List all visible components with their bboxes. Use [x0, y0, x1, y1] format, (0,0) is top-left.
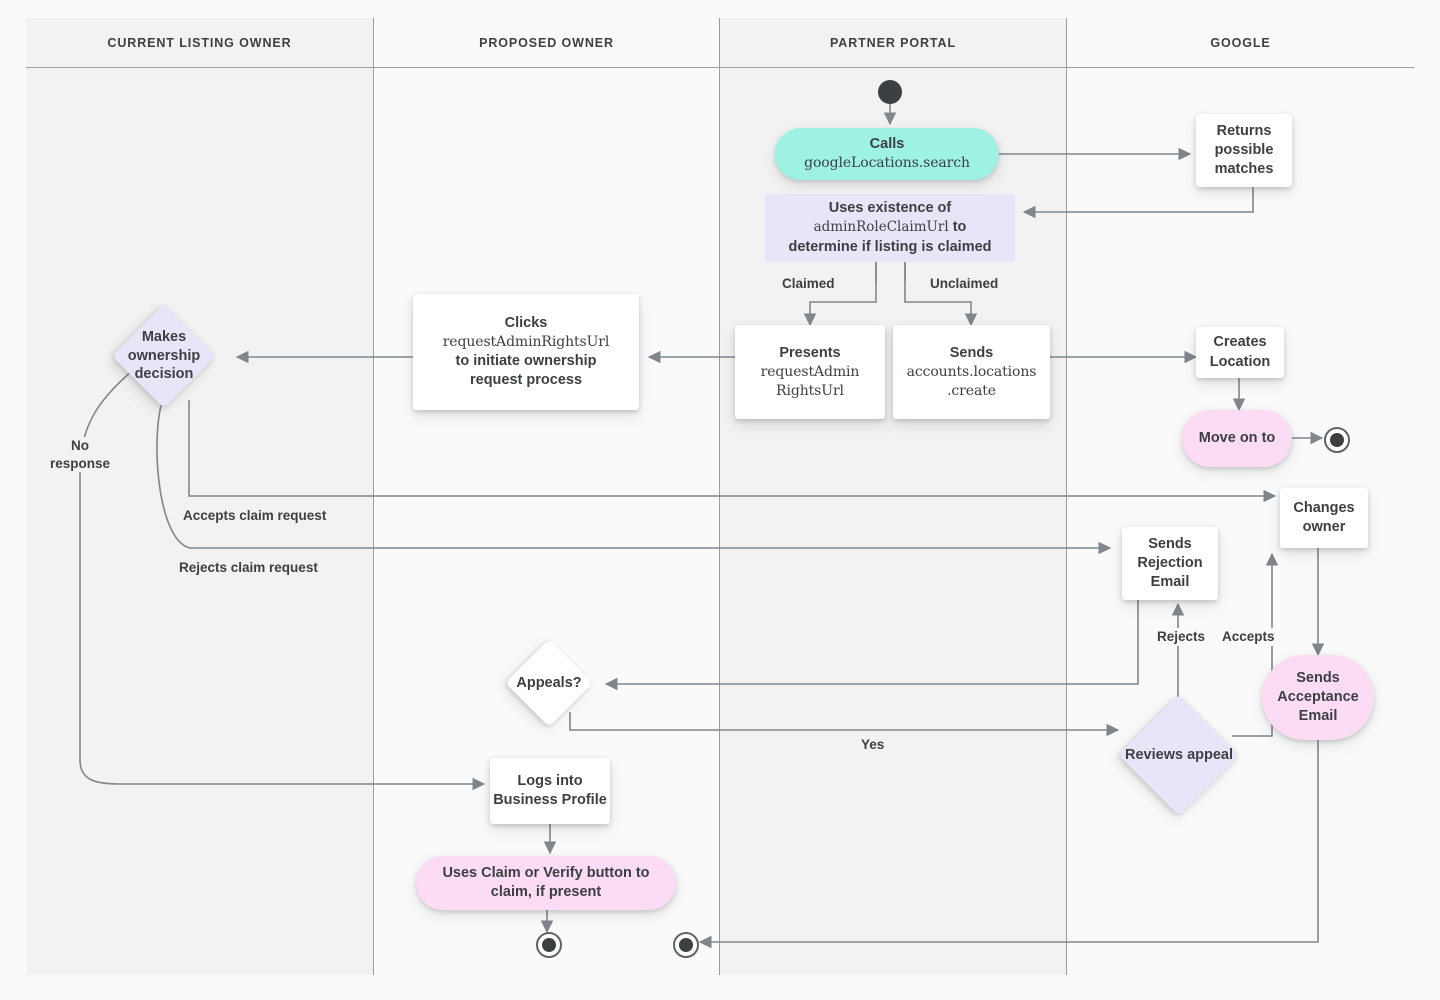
node-label: Returns possible matches: [1214, 122, 1274, 178]
node-makes-ownership-decision[interactable]: Makes ownership decision: [111, 303, 217, 409]
edge-label-accepts: Accepts: [1219, 628, 1278, 646]
node-label: Creates Location: [1209, 334, 1271, 370]
lane-header-label: PROPOSED OWNER: [479, 35, 614, 50]
node-appeals-decision[interactable]: Appeals?: [505, 639, 593, 727]
lane-header-label: GOOGLE: [1210, 35, 1271, 50]
lane-header-partner-portal: PARTNER PORTAL: [720, 18, 1067, 68]
node-label: Changes owner: [1293, 499, 1355, 535]
edge-label-claimed: Claimed: [779, 275, 838, 293]
node-api-line-1: requestAdmin: [760, 364, 860, 381]
end-node-google: [1324, 427, 1350, 453]
edge-label-rejects-claim-request: Rejects claim request: [176, 559, 321, 577]
node-logs-into-business-profile[interactable]: Logs into Business Profile: [490, 758, 610, 824]
node-title: Presents: [779, 344, 841, 361]
node-line-2-tail: to: [952, 219, 967, 236]
node-api-line-2: RightsUrl: [776, 382, 844, 399]
node-creates-location[interactable]: Creates Location: [1196, 327, 1284, 378]
node-label: Sends Acceptance Email: [1277, 669, 1359, 725]
edge-label-no-response: No response: [42, 437, 118, 473]
node-label: Uses Claim or Verify button to claim, if…: [442, 864, 650, 900]
node-sends-accounts-locations-create[interactable]: Sends accounts.locations .create: [893, 325, 1050, 419]
node-title: Clicks: [504, 315, 548, 332]
node-changes-owner[interactable]: Changes owner: [1280, 488, 1368, 548]
end-node-partner-portal: [673, 932, 699, 958]
node-title: Sends: [949, 344, 994, 361]
edge-label-rejects: Rejects: [1154, 628, 1209, 646]
lane-header-label: CURRENT LISTING OWNER: [107, 35, 292, 50]
node-calls-googlelocations-search[interactable]: Calls googleLocations.search: [775, 128, 999, 180]
lane-header-google: GOOGLE: [1067, 18, 1414, 68]
node-returns-possible-matches[interactable]: Returns possible matches: [1196, 114, 1292, 187]
node-api-method: googleLocations.search: [804, 155, 970, 172]
node-reviews-appeal[interactable]: Reviews appeal: [1118, 694, 1240, 816]
node-label: Makes ownership decision: [127, 328, 201, 383]
node-api-line-1: accounts.locations: [906, 364, 1037, 381]
lane-header-proposed-owner: PROPOSED OWNER: [374, 18, 720, 68]
node-line-4: request process: [469, 371, 583, 388]
node-move-on-to[interactable]: Move on to: [1182, 410, 1292, 467]
node-api-field: adminRoleClaimUrl: [813, 219, 949, 236]
node-title: Calls: [869, 136, 905, 153]
edge-label-accepts-claim-request: Accepts claim request: [180, 507, 330, 525]
edge-label-unclaimed: Unclaimed: [927, 275, 1002, 293]
node-sends-rejection-email[interactable]: Sends Rejection Email: [1122, 527, 1218, 600]
node-api-url: requestAdminRightsUrl: [442, 334, 610, 351]
node-line-1: Uses existence of: [828, 200, 952, 217]
edge-label-yes: Yes: [858, 736, 888, 754]
node-uses-existence-of-adminroleclaimurl[interactable]: Uses existence of adminRoleClaimUrl to d…: [765, 194, 1015, 262]
node-api-line-2: .create: [947, 382, 996, 399]
node-label: Move on to: [1198, 429, 1276, 446]
node-label: Sends Rejection Email: [1137, 535, 1203, 591]
lane-header-label: PARTNER PORTAL: [829, 35, 957, 50]
node-line-3: determine if listing is claimed: [788, 238, 992, 255]
node-label: Reviews appeal: [1125, 746, 1233, 763]
node-uses-claim-or-verify-button[interactable]: Uses Claim or Verify button to claim, if…: [416, 856, 676, 910]
node-clicks-requestadminrightsurl[interactable]: Clicks requestAdminRightsUrl to initiate…: [413, 294, 639, 410]
start-node: [878, 80, 902, 104]
node-line-3: to initiate ownership: [455, 352, 597, 369]
lane-header-current-listing-owner: CURRENT LISTING OWNER: [26, 18, 374, 68]
end-node-proposed-owner: [536, 932, 562, 958]
node-sends-acceptance-email[interactable]: Sends Acceptance Email: [1262, 655, 1374, 740]
node-line-2: adminRoleClaimUrl to: [814, 218, 967, 237]
node-presents-requestadminrightsurl[interactable]: Presents requestAdmin RightsUrl: [735, 325, 885, 419]
node-label: Logs into Business Profile: [493, 772, 607, 808]
node-label: Appeals?: [516, 674, 582, 691]
